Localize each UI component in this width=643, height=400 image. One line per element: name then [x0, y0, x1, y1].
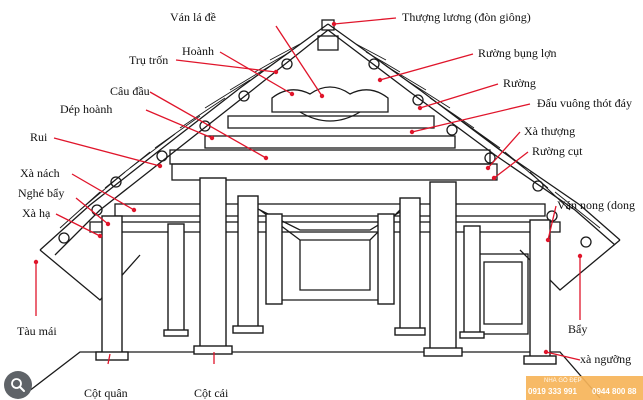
leader-dep-hoanh [145, 109, 213, 139]
label-bay: Bẩy [568, 322, 588, 336]
label-nghe-bay: Nghé bẩy [18, 186, 65, 200]
label-tau-mai: Tàu mái [17, 324, 57, 338]
label-thuong-luong: Thượng lương (đòn giông) [402, 10, 531, 24]
leader-xa-ha [55, 213, 101, 237]
leader-xa-nguong [545, 351, 581, 361]
leader-hoanh [219, 51, 293, 95]
watermark-banner: NHÀ GỖ ĐẸP 0919 333 991 0944 800 88 [526, 376, 643, 400]
watermark-phone-1: 0919 333 991 [528, 387, 577, 396]
label-xa-ha: Xà hạ [22, 206, 51, 220]
leader-ruong-bung-lon [379, 53, 474, 81]
label-hoanh: Hoành [182, 44, 214, 58]
ground-slab [19, 351, 601, 399]
leader-rui [53, 137, 161, 167]
cot-cai-left [199, 177, 227, 351]
leader-ruong [419, 83, 499, 109]
watermark-brand: NHÀ GỖ ĐẸP [544, 378, 582, 384]
leader-xa-nach [71, 173, 135, 211]
leader-cau-dau [149, 91, 267, 159]
bung-lon-beam [271, 86, 389, 113]
label-cot-quan: Cột quân [84, 386, 128, 400]
leader-van-nong [547, 205, 557, 241]
leader-van-la-de [275, 25, 323, 97]
label-dau-vuong: Đấu vuông thót đáy [537, 96, 632, 110]
search-icon [11, 378, 25, 392]
label-tru-tron: Trụ trốn [129, 53, 169, 67]
search-button[interactable] [4, 371, 32, 399]
label-xa-thuong: Xà thượng [524, 124, 576, 138]
label-ruong-cut: Rường cụt [532, 144, 583, 158]
label-rui: Rui [30, 130, 48, 144]
leader-tru-tron [175, 59, 277, 73]
label-cot-cai: Cột cái [194, 386, 229, 400]
leader-xa-thuong [487, 131, 521, 169]
leader-thuong-luong [333, 17, 397, 25]
label-ruong-bung-lon: Rường bụng lợn [478, 46, 557, 60]
leader-cot-quan [107, 353, 111, 365]
cau-dau-beam [171, 163, 498, 181]
label-dep-hoanh: Dép hoành [60, 102, 113, 116]
cot-quan-left [101, 215, 123, 357]
leader-nghe-bay [75, 197, 109, 225]
label-cau-dau: Câu đầu [110, 84, 150, 98]
watermark-phone-2: 0944 800 88 [592, 387, 637, 396]
label-xa-nach: Xà nách [20, 166, 60, 180]
leader-ruong-cut [493, 151, 529, 179]
leader-dau-vuong [411, 103, 531, 133]
label-van-la-de: Ván lá đề [170, 10, 216, 24]
cot-cai-right [429, 181, 457, 353]
label-ruong: Rường [503, 76, 536, 90]
label-van-nong: Ván nong (dong [557, 198, 635, 212]
label-xa-nguong: xà ngưỡng [580, 352, 632, 366]
